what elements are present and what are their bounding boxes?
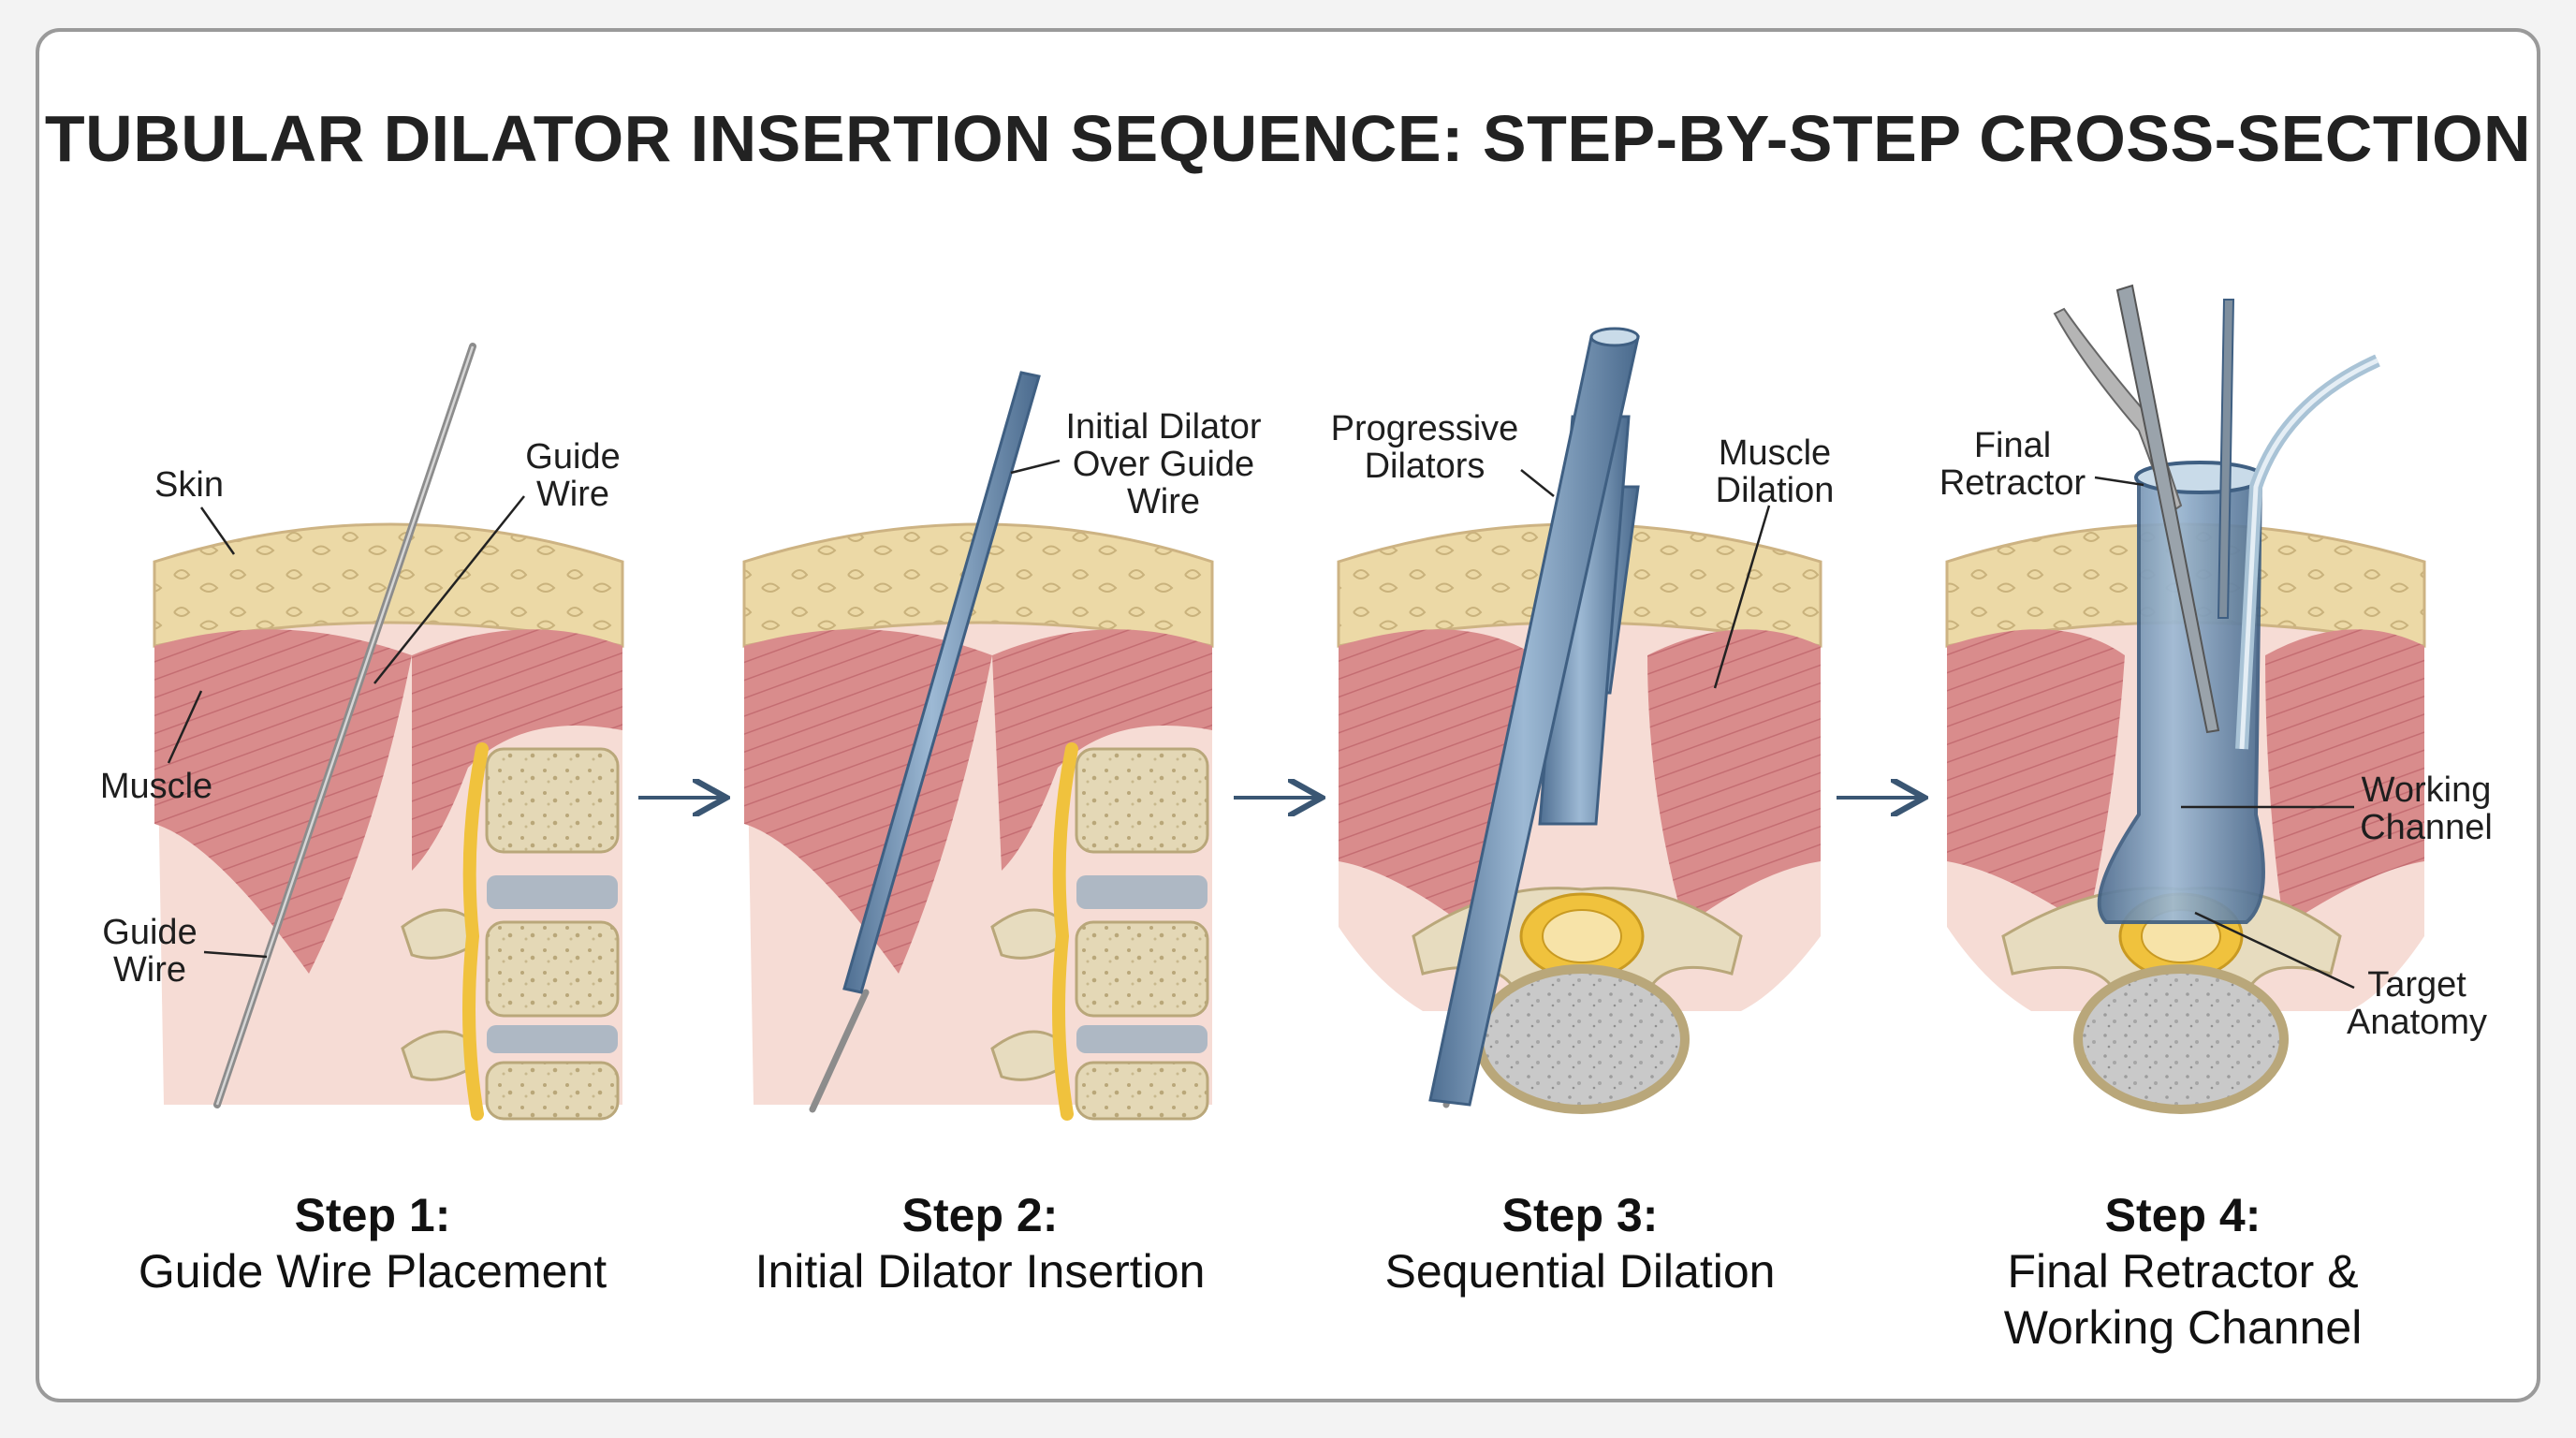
nerve bbox=[462, 742, 489, 1121]
label-dilator-3: Wire bbox=[1127, 482, 1200, 521]
label-retractor-1: Final bbox=[1974, 426, 2051, 465]
muscle-right bbox=[1647, 629, 1821, 927]
label-muscle: Muscle bbox=[100, 767, 212, 806]
label-working-channel-2: Channel bbox=[2360, 808, 2493, 847]
step-description: Guide Wire Placement bbox=[138, 1245, 607, 1298]
vertebra-cross-section bbox=[2001, 887, 2342, 1114]
label-progressive-2: Dilators bbox=[1365, 447, 1486, 486]
step-number: Step 1: bbox=[294, 1189, 451, 1241]
panel-step-3: Progressive Dilators Muscle Dilation bbox=[1331, 327, 1835, 1114]
label-progressive-1: Progressive bbox=[1331, 409, 1519, 448]
vertebral-body bbox=[2073, 964, 2289, 1114]
step-description-line-2: Working Channel bbox=[2003, 1301, 2363, 1354]
page-title: TUBULAR DILATOR INSERTION SEQUENCE: STEP… bbox=[44, 102, 2532, 175]
caption-step-1: Step 1: Guide Wire Placement bbox=[73, 1187, 672, 1299]
step-description-line-1: Final Retractor & bbox=[2007, 1245, 2359, 1298]
spine bbox=[401, 742, 620, 1121]
step-description: Initial Dilator Insertion bbox=[754, 1245, 1206, 1298]
muscle-right bbox=[2265, 629, 2424, 927]
step-number: Step 2: bbox=[901, 1189, 1059, 1241]
muscle-right bbox=[412, 629, 622, 871]
step-description: Sequential Dilation bbox=[1384, 1245, 1776, 1298]
caption-step-2: Step 2: Initial Dilator Insertion bbox=[681, 1187, 1280, 1299]
step-number: Step 4: bbox=[2104, 1189, 2261, 1241]
muscle-right bbox=[992, 629, 1212, 871]
label-guide-wire-top-2: Wire bbox=[536, 475, 609, 514]
nerve bbox=[1052, 742, 1078, 1121]
muscle-left bbox=[1947, 629, 2125, 927]
label-guide-wire-bottom-2: Wire bbox=[113, 950, 186, 990]
panel-step-2: Initial Dilator Over Guide Wire bbox=[742, 371, 1262, 1121]
spine bbox=[990, 742, 1209, 1121]
caption-step-4: Step 4: Final Retractor & Working Channe… bbox=[1883, 1187, 2482, 1356]
panel-step-1: Skin Guide Wire Muscle Guide Wire bbox=[100, 343, 624, 1121]
label-guide-wire-top-1: Guide bbox=[525, 437, 620, 477]
label-muscle-dilation-2: Dilation bbox=[1716, 471, 1835, 510]
guide-wire bbox=[809, 989, 870, 1113]
panel-step-4: Final Retractor Working Channel Target A… bbox=[1939, 284, 2493, 1114]
label-working-channel-1: Working bbox=[2362, 770, 2492, 810]
label-target-1: Target bbox=[2367, 965, 2466, 1005]
label-dilator-1: Initial Dilator bbox=[1065, 407, 1261, 447]
label-guide-wire-bottom-1: Guide bbox=[102, 913, 197, 952]
label-skin: Skin bbox=[154, 465, 224, 505]
caption-step-3: Step 3: Sequential Dilation bbox=[1281, 1187, 1880, 1299]
vertebral-body bbox=[1474, 964, 1690, 1114]
initial-dilator bbox=[842, 371, 1041, 994]
label-muscle-dilation-1: Muscle bbox=[1719, 433, 1831, 473]
surgical-instruments bbox=[2053, 284, 2380, 750]
label-dilator-2: Over Guide bbox=[1073, 445, 1254, 484]
step-number: Step 3: bbox=[1501, 1189, 1659, 1241]
label-retractor-2: Retractor bbox=[1939, 463, 2086, 503]
label-target-2: Anatomy bbox=[2347, 1003, 2487, 1042]
